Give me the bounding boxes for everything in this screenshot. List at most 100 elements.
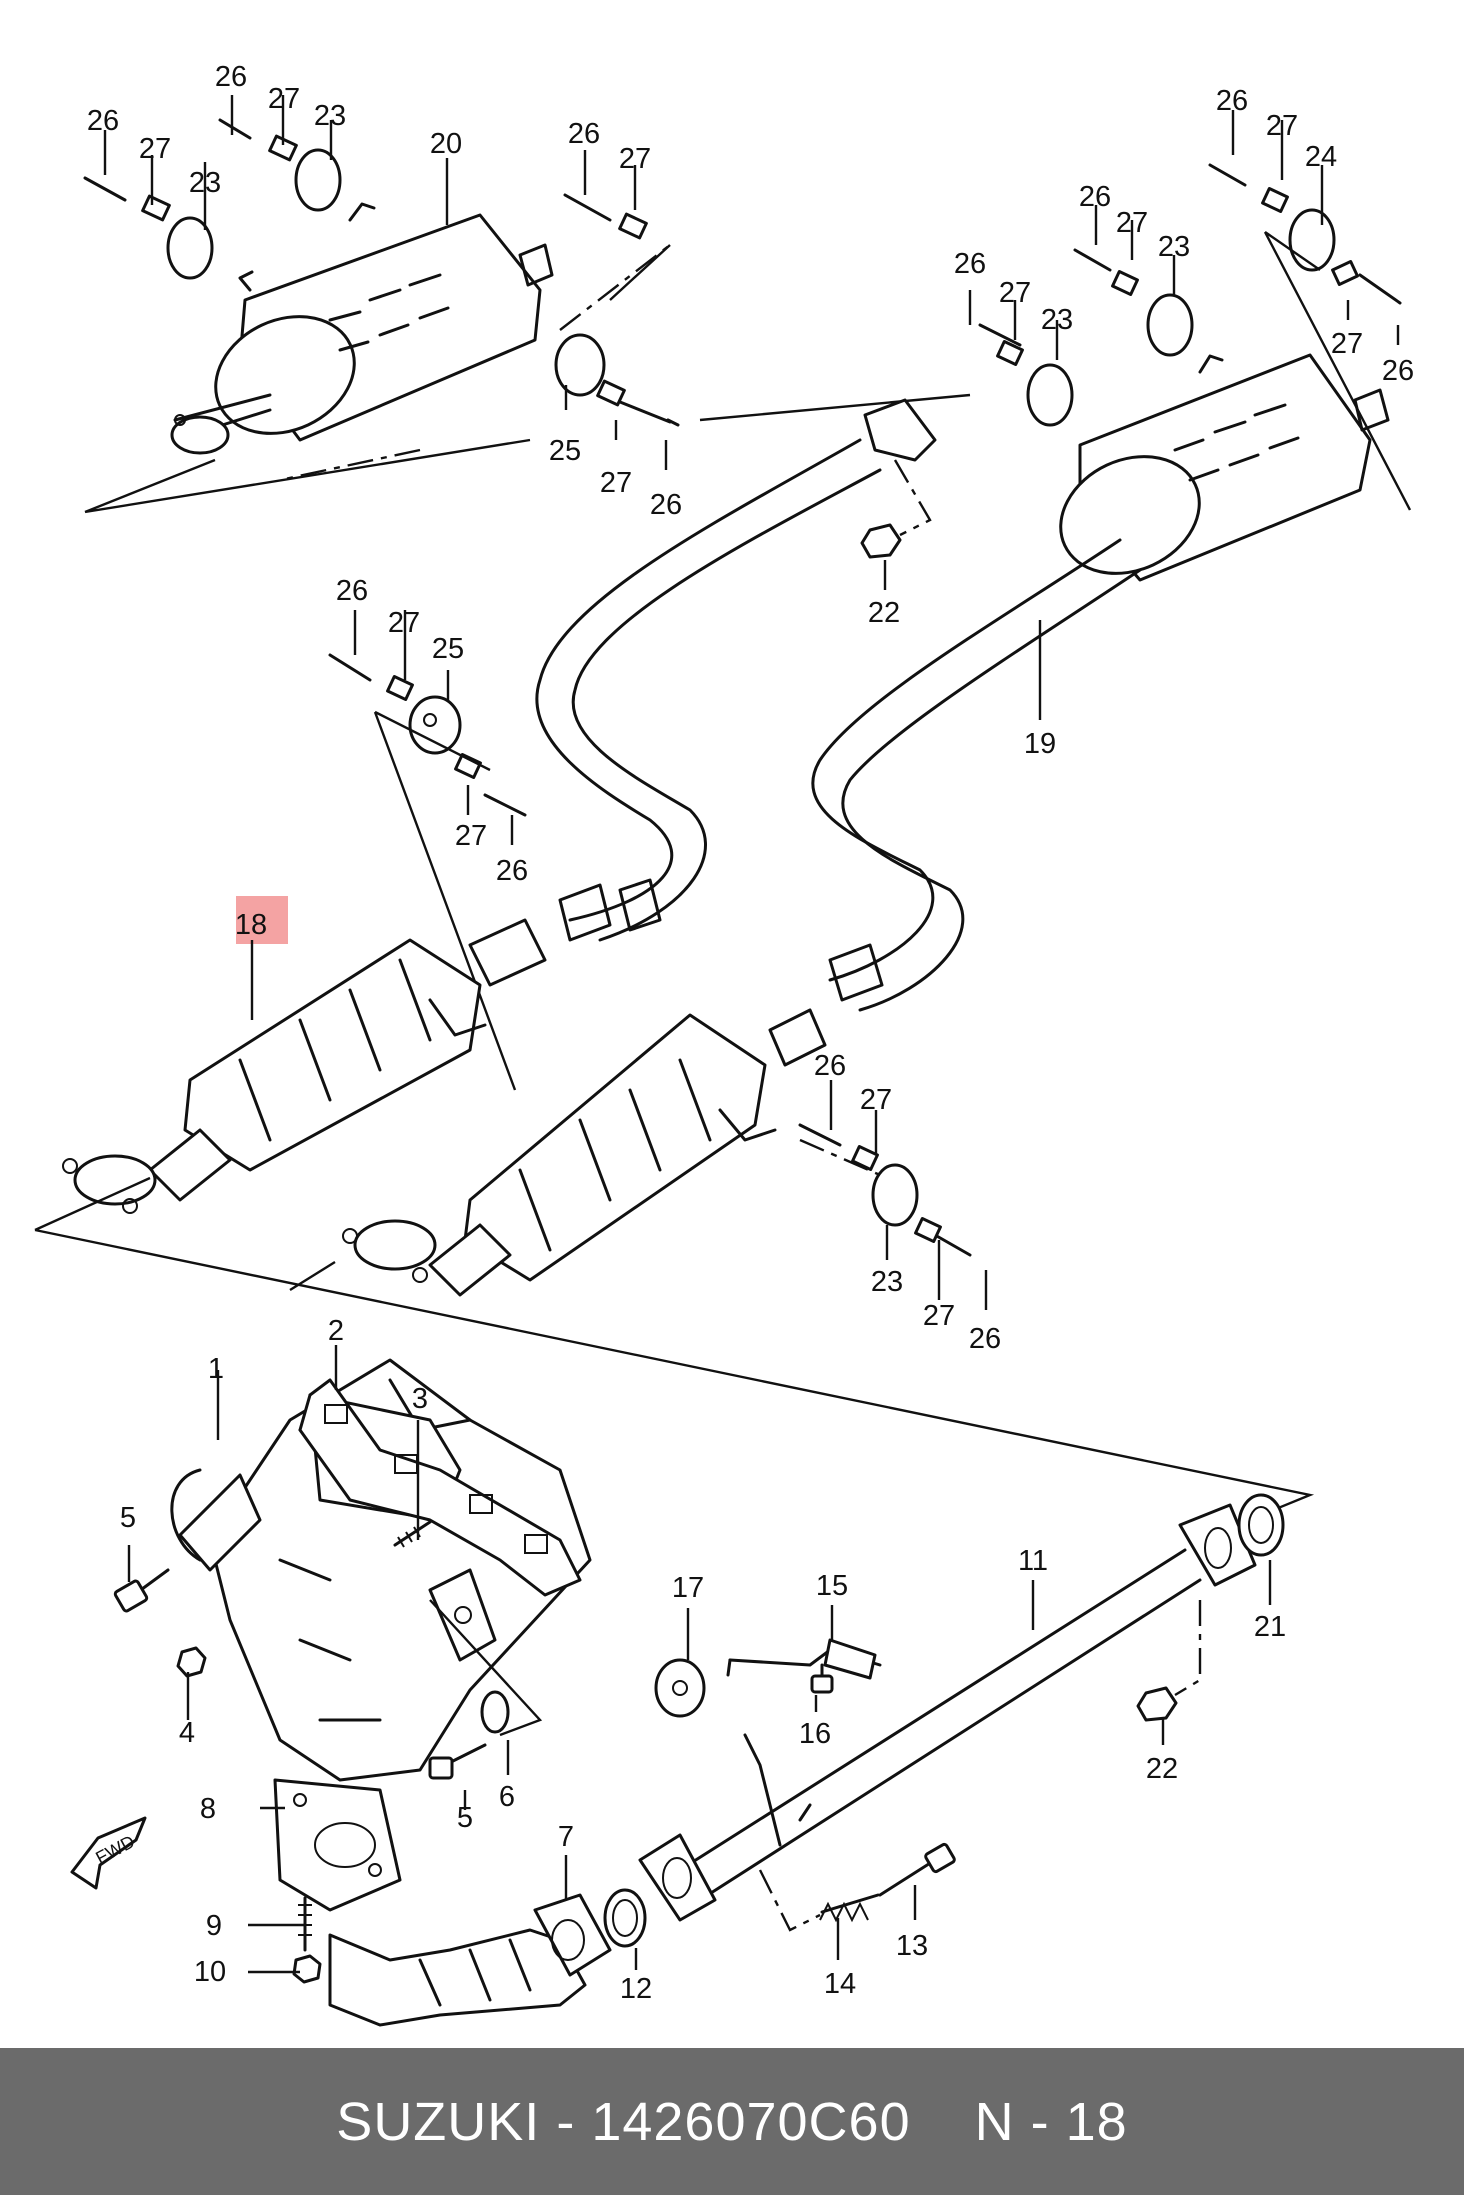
callout-27: 27 [388, 607, 420, 639]
hanger-group-center [328, 653, 527, 817]
brand-name: SUZUKI [336, 2091, 541, 2152]
callout-20: 20 [430, 128, 462, 160]
callout-4: 4 [179, 1717, 195, 1749]
callout-26: 26 [568, 118, 600, 150]
callout-11: 11 [1018, 1545, 1048, 1577]
bushing-17 [654, 1658, 706, 1718]
callout-26: 26 [969, 1323, 1001, 1355]
callout-26: 26 [496, 855, 528, 887]
rear-muffler-left [170, 202, 554, 455]
callout-22: 22 [1146, 1753, 1178, 1785]
callout-19: 19 [1024, 728, 1056, 760]
callout-25: 25 [549, 435, 581, 467]
callout-13: 13 [896, 1930, 928, 1962]
callout-12: 12 [620, 1973, 652, 2005]
mount-bolts-top-left [83, 118, 680, 427]
callout-26: 26 [215, 61, 247, 93]
callout-21: 21 [1254, 1611, 1286, 1643]
part-caption-bar: SUZUKI - 1426070C60 N - 18 [0, 2048, 1464, 2195]
front-pipe-7 [328, 1893, 612, 2027]
callout-26: 26 [954, 248, 986, 280]
callout-27: 27 [600, 467, 632, 499]
dash-line-22b [1174, 1600, 1202, 1697]
callout-10: 10 [194, 1956, 226, 1988]
nut-10 [292, 1954, 322, 1984]
callout-23: 23 [871, 1266, 903, 1298]
bolt-13 [878, 1842, 956, 1897]
callout-23: 23 [189, 167, 221, 199]
callout-26: 26 [1382, 355, 1414, 387]
callout-8: 8 [200, 1793, 216, 1825]
group-outline-20 [84, 244, 971, 514]
callout-23: 23 [314, 100, 346, 132]
nut-22a [860, 523, 902, 559]
spring-14 [819, 1893, 880, 1923]
callout-17: 17 [672, 1572, 704, 1604]
seal-ring-12-inner [612, 1899, 638, 1937]
callout-27: 27 [619, 143, 651, 175]
mount-bolts-top-right [978, 163, 1402, 427]
bolt-5b [428, 1743, 487, 1780]
fwd-arrow [70, 1816, 147, 1890]
callout-27: 27 [139, 133, 171, 165]
callout-25: 25 [432, 633, 464, 665]
bracket-15 [726, 1638, 882, 1680]
callout-leaders [103, 95, 1400, 1974]
callout-23: 23 [1158, 231, 1190, 263]
gasket-8 [273, 1778, 402, 1912]
callout-2: 2 [328, 1315, 344, 1347]
caption-separator: - [540, 2091, 592, 2152]
group-outline-25 [373, 710, 517, 1091]
callout-27: 27 [268, 83, 300, 115]
callout-5: 5 [457, 1802, 473, 1834]
gasket-21-inner [1248, 1506, 1274, 1544]
callout-14: 14 [824, 1968, 856, 2000]
callout-9: 9 [206, 1910, 222, 1942]
callout-23: 23 [1041, 304, 1073, 336]
dash-line-20 [279, 244, 671, 482]
diagram-reference: N - 18 [974, 2091, 1128, 2152]
callout-27: 27 [1116, 207, 1148, 239]
nut-22b [1136, 1686, 1178, 1722]
callout-22: 22 [868, 597, 900, 629]
group-outline-18 [34, 1176, 1315, 1542]
part-number: 1426070C60 [591, 2091, 911, 2152]
callout-26: 26 [336, 575, 368, 607]
group-outline-6 [429, 1599, 543, 1737]
dash-line-14 [758, 1869, 821, 1932]
callout-26: 26 [1079, 181, 1111, 213]
callout-27: 27 [999, 277, 1031, 309]
catalytic-converter-18 [62, 918, 547, 1214]
dash-line-23e [799, 1138, 881, 1177]
callout-6: 6 [499, 1781, 515, 1813]
callout-27: 27 [455, 820, 487, 852]
nut-4 [176, 1646, 207, 1678]
callout-27: 27 [923, 1300, 955, 1332]
callout-26: 26 [87, 105, 119, 137]
catalytic-converter-twin [342, 1008, 827, 1297]
bolt-5a [113, 1568, 170, 1613]
callout-27: 27 [1266, 110, 1298, 142]
heat-shield-bracket [428, 1568, 510, 1734]
rear-muffler-right [1059, 353, 1390, 582]
center-pipe [535, 398, 1142, 1012]
seal-ring-12 [603, 1888, 647, 1948]
center-pipe-11 [638, 1503, 1257, 1922]
callout-16: 16 [799, 1718, 831, 1750]
exhaust-parts-diagram: FWD [34, 61, 1414, 2027]
callout-26: 26 [650, 489, 682, 521]
callout-15: 15 [816, 1570, 848, 1602]
callout-26: 26 [1216, 85, 1248, 117]
exhaust-gasket-2 [298, 1378, 582, 1597]
callout-27: 27 [1331, 328, 1363, 360]
callout-18-highlighted: 18 [235, 909, 267, 941]
hanger-group-right-lower [798, 1123, 972, 1257]
bolt-16 [810, 1663, 834, 1694]
callout-24: 24 [1305, 141, 1337, 173]
callout-27: 27 [860, 1084, 892, 1116]
highlight-box-18 [236, 896, 288, 944]
callout-26: 26 [814, 1050, 846, 1082]
gasket-21 [1237, 1493, 1285, 1557]
callout-7: 7 [558, 1821, 574, 1853]
callout-5: 5 [120, 1502, 136, 1534]
